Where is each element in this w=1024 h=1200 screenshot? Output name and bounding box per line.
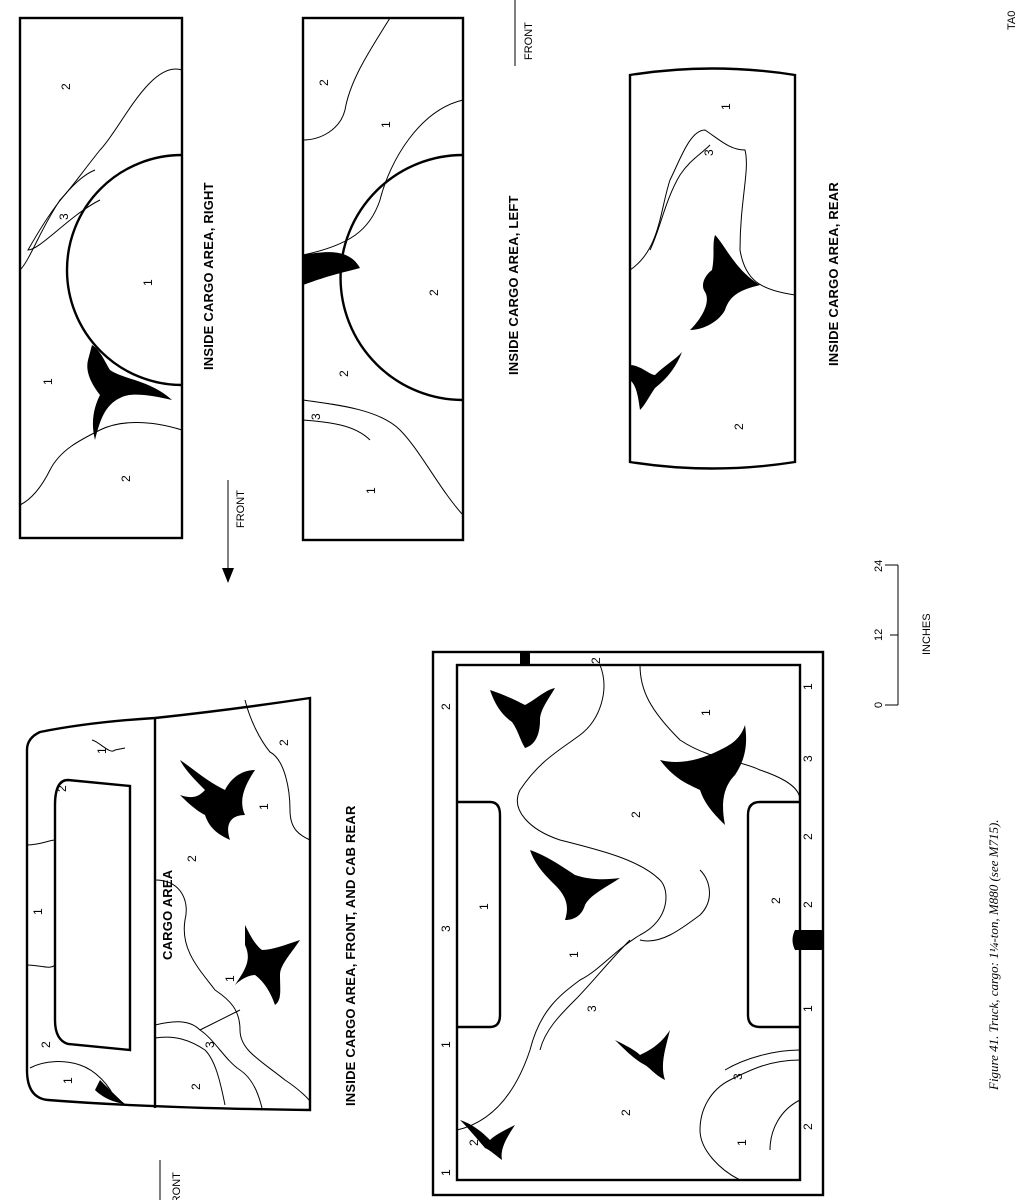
zone-label: 1 <box>735 1139 749 1146</box>
zone-label: 1 <box>364 487 378 494</box>
zone-label: 2 <box>337 370 351 377</box>
zone-label: 1 <box>801 683 815 690</box>
zone-label: 2 <box>189 1083 203 1090</box>
front-direction-arrow: FRONT <box>222 480 247 583</box>
zone-label: 2 <box>801 901 815 908</box>
panel-title: INSIDE CARGO AREA, LEFT <box>506 195 521 375</box>
zone-label: 1 <box>31 908 45 915</box>
front-label: FRONT <box>235 490 247 528</box>
zone-label: 1 <box>567 951 581 958</box>
zone-label: 1 <box>439 1169 453 1176</box>
zone-label: 1 <box>61 1077 75 1084</box>
zone-label: 3 <box>702 149 716 156</box>
figure-code: TA0 <box>1006 11 1018 30</box>
panel-title: INSIDE CARGO AREA, FRONT, AND CAB REAR <box>343 805 358 1106</box>
zone-label: 3 <box>585 1005 599 1012</box>
panel-inside-cargo-rear: 1 3 2 INSIDE CARGO AREA, REAR <box>628 67 841 470</box>
panel-inside-cargo-front-cab: 1 2 1 2 1 2 2 1 1 3 2 INSIDE CARGO AREA,… <box>25 696 358 1112</box>
zone-label: 1 <box>699 709 713 716</box>
zone-label: 2 <box>317 79 331 86</box>
scale-tick: 0 <box>873 702 885 708</box>
zone-label: 2 <box>119 475 133 482</box>
zone-label: 2 <box>629 811 643 818</box>
zone-label: 2 <box>55 785 69 792</box>
zone-label: 1 <box>95 747 109 754</box>
zone-label: 1 <box>41 378 55 385</box>
zone-label: 1 <box>223 975 237 982</box>
panel-title: CARGO AREA <box>160 869 175 960</box>
zone-label: 2 <box>427 289 441 296</box>
zone-label: 1 <box>719 103 733 110</box>
zone-label: 2 <box>467 1139 481 1146</box>
panel-title: INSIDE CARGO AREA, REAR <box>826 182 841 366</box>
front-label: FRONT <box>171 1172 183 1200</box>
zone-label: 3 <box>57 213 71 220</box>
zone-label: 2 <box>439 703 453 710</box>
zone-label: 1 <box>477 903 491 910</box>
zone-label: 2 <box>732 423 746 430</box>
zone-label: 3 <box>731 1073 745 1080</box>
zone-label: 3 <box>801 755 815 762</box>
zone-label: 2 <box>619 1109 633 1116</box>
scale-tick: 12 <box>873 629 885 641</box>
zone-label: 3 <box>309 413 323 420</box>
zone-label: 1 <box>439 1041 453 1048</box>
zone-label: 2 <box>589 657 603 664</box>
zone-label: 3 <box>203 1041 217 1048</box>
zone-label: 2 <box>801 833 815 840</box>
zone-label: 1 <box>141 279 155 286</box>
front-label: FRONT <box>523 22 535 60</box>
panel-inside-cargo-left: 2 1 2 2 3 1 INSIDE CARGO AREA, LEFT <box>301 16 521 542</box>
scale-bar: 0 12 24 INCHES <box>873 560 933 708</box>
panel-cargo-area: 2 2 1 1 3 1 2 2 1 3 2 1 3 1 2 1 3 2 1 2 … <box>160 650 825 1197</box>
panel-inside-cargo-right: 2 3 1 1 2 INSIDE CARGO AREA, RIGHT <box>18 16 216 540</box>
zone-label: 2 <box>769 897 783 904</box>
front-indicator-top: FRONT <box>514 0 535 66</box>
zone-label: 1 <box>257 803 271 810</box>
zone-label: 1 <box>379 121 393 128</box>
scale-unit: INCHES <box>921 613 933 655</box>
panel-title: INSIDE CARGO AREA, RIGHT <box>201 182 216 370</box>
zone-label: 3 <box>439 925 453 932</box>
zone-label: 2 <box>801 1123 815 1130</box>
zone-label: 2 <box>39 1041 53 1048</box>
zone-label: 1 <box>801 1005 815 1012</box>
front-indicator-bottom: FRONT <box>159 1160 183 1200</box>
zone-label: 2 <box>59 83 73 90</box>
zone-label: 2 <box>185 855 199 862</box>
scale-tick: 24 <box>873 560 885 572</box>
figure-caption: Figure 41. Truck, cargo: 1¼-ton, M880 (s… <box>986 819 1001 1091</box>
zone-label: 2 <box>277 739 291 746</box>
